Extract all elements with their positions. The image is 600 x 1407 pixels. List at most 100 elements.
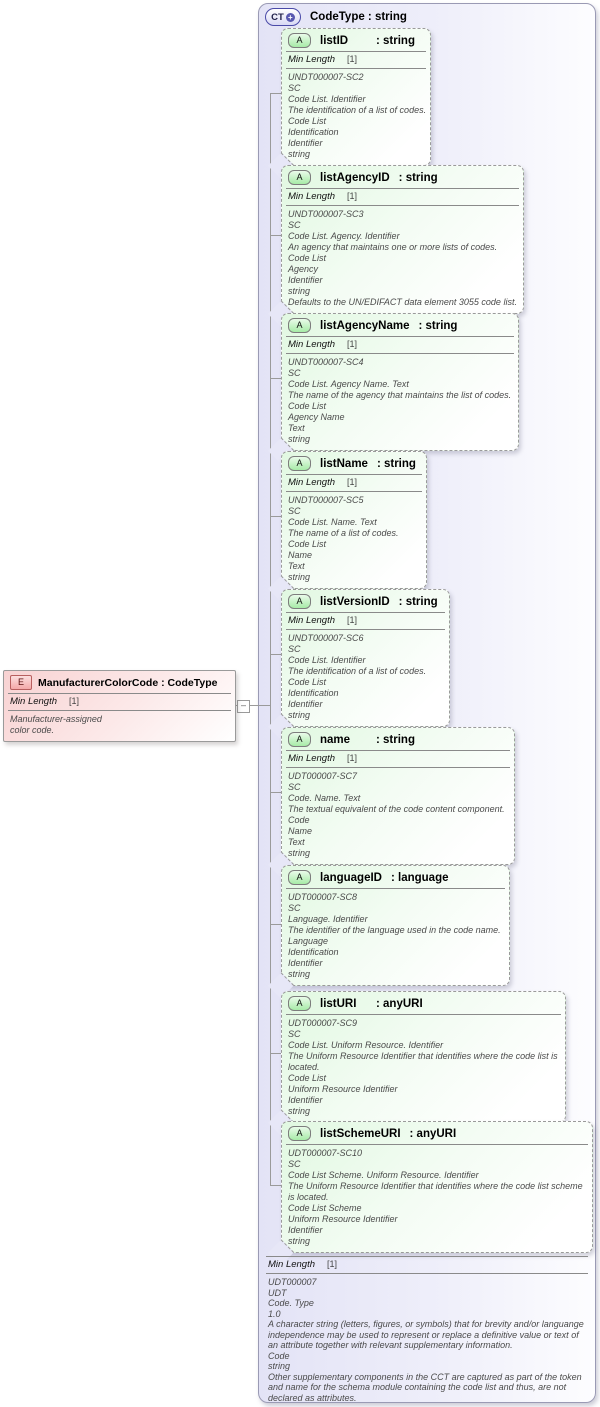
attribute-icon: A <box>288 1126 311 1141</box>
attribute-box-listversionid[interactable]: A listVersionID : string Min Length [1] … <box>281 589 450 727</box>
attribute-annotations: UNDT000007-SC2 SC Code List. Identifier … <box>288 72 427 159</box>
attribute-type: : string <box>376 457 416 470</box>
fact-row: Min Length [1] <box>282 751 514 767</box>
attribute-name: listAgencyName <box>320 319 410 332</box>
divider <box>286 51 426 52</box>
attribute-name: listID <box>320 34 349 47</box>
fact-row: Min Length [1] <box>282 189 523 205</box>
fact-row: Min Length [1] <box>4 694 235 710</box>
attribute-type: : string <box>398 171 438 184</box>
attribute-box-listagencyname[interactable]: A listAgencyName : string Min Length [1]… <box>281 313 519 451</box>
attribute-name: listVersionID <box>320 595 390 608</box>
divider <box>286 491 422 492</box>
attribute-name: listURI <box>320 997 357 1010</box>
divider <box>266 1256 588 1257</box>
divider <box>286 1144 588 1145</box>
divider <box>286 188 519 189</box>
attribute-box-listuri[interactable]: A listURI : anyURI UDT000007-SC9 SC Code… <box>281 991 566 1123</box>
attribute-annotations: UDT000007-SC9 SC Code List. Uniform Reso… <box>288 1018 558 1116</box>
codetype-title: CodeType : string <box>310 11 407 23</box>
fact-value: [1] <box>327 1259 338 1269</box>
attribute-icon: A <box>288 996 311 1011</box>
complex-type-icon-label: CT <box>271 11 284 23</box>
attribute-box-listschemeuri[interactable]: A listSchemeURI : anyURI UDT000007-SC10 … <box>281 1121 593 1253</box>
fact-value: [1] <box>347 54 358 64</box>
element-connector-line <box>234 705 270 706</box>
attribute-name: listSchemeURI <box>320 1127 401 1140</box>
attribute-box-listname[interactable]: A listName : string Min Length [1] UNDT0… <box>281 451 427 589</box>
attribute-annotations: UDT000007-SC8 SC Language. Identifier Th… <box>288 892 501 979</box>
attribute-type: : anyURI <box>409 1127 457 1140</box>
attribute-icon: A <box>288 170 311 185</box>
collapse-handle[interactable]: – <box>237 700 250 713</box>
fact-value: [1] <box>347 339 358 349</box>
fact-label: Min Length <box>288 477 336 488</box>
attribute-annotations: UNDT000007-SC6 SC Code List. Identifier … <box>288 633 427 720</box>
attribute-spine-line <box>270 93 271 1185</box>
divider <box>286 1014 561 1015</box>
fact-value: [1] <box>69 696 80 706</box>
attribute-icon: A <box>288 870 311 885</box>
stub-line <box>270 792 281 793</box>
attribute-type: : string <box>376 733 415 746</box>
fact-row: Min Length [1] <box>282 613 449 629</box>
fact-row: Min Length [1] <box>282 52 430 68</box>
element-title: ManufacturerColorCode : CodeType <box>38 676 218 689</box>
fact-row: Min Length [1] <box>262 1257 592 1273</box>
attribute-icon: A <box>288 594 311 609</box>
attribute-name: name <box>320 733 351 746</box>
element-icon: E <box>10 675 32 690</box>
attribute-icon: A <box>288 732 311 747</box>
stub-line <box>270 1185 281 1186</box>
codetype-annotations: UDT000007 UDT Code. Type 1.0 A character… <box>268 1277 584 1403</box>
fact-label: Min Length <box>288 753 336 764</box>
stub-line <box>270 93 281 94</box>
codetype-facts: Min Length [1] UDT000007 UDT Code. Type … <box>262 1256 592 1407</box>
element-box-manufacturercolorcode[interactable]: E ManufacturerColorCode : CodeType Min L… <box>3 670 236 742</box>
stub-line <box>270 924 281 925</box>
attribute-type: : language <box>390 871 449 884</box>
fact-row: Min Length [1] <box>282 337 518 353</box>
divider <box>286 68 426 69</box>
divider <box>286 767 510 768</box>
stub-line <box>270 235 281 236</box>
attribute-box-languageid[interactable]: A languageID : language UDT000007-SC8 SC… <box>281 865 510 986</box>
divider <box>8 710 231 711</box>
divider <box>286 629 445 630</box>
attribute-icon: A <box>288 318 311 333</box>
fact-label: Min Length <box>288 615 336 626</box>
attribute-type: : anyURI <box>376 997 423 1010</box>
fact-value: [1] <box>347 753 358 763</box>
element-annotations: Manufacturer-assigned color code. <box>10 714 102 735</box>
fact-value: [1] <box>347 477 358 487</box>
attribute-box-name[interactable]: A name : string Min Length [1] UDT000007… <box>281 727 515 865</box>
fact-label: Min Length <box>288 54 336 65</box>
stub-line <box>270 654 281 655</box>
codetype-header: CT + CodeType : string <box>265 8 407 26</box>
attribute-box-listid[interactable]: A listID : string Min Length [1] UNDT000… <box>281 28 431 166</box>
attribute-annotations: UNDT000007-SC3 SC Code List. Agency. Ide… <box>288 209 517 307</box>
attribute-annotations: UNDT000007-SC5 SC Code List. Name. Text … <box>288 495 399 582</box>
divider <box>286 205 519 206</box>
divider <box>266 1273 588 1274</box>
attribute-type: : string <box>376 34 415 47</box>
attribute-name: listAgencyID <box>320 171 390 184</box>
stub-line <box>270 516 281 517</box>
attribute-annotations: UNDT000007-SC4 SC Code List. Agency Name… <box>288 357 512 444</box>
attribute-type: : string <box>398 595 438 608</box>
fact-row: Min Length [1] <box>282 475 426 491</box>
attribute-icon: A <box>288 456 311 471</box>
attribute-type: : string <box>418 319 458 332</box>
fact-label: Min Length <box>268 1259 316 1270</box>
divider <box>286 353 514 354</box>
fact-label: Min Length <box>10 696 58 707</box>
divider <box>286 750 510 751</box>
divider <box>286 336 514 337</box>
attribute-box-listagencyid[interactable]: A listAgencyID : string Min Length [1] U… <box>281 165 524 314</box>
fact-value: [1] <box>347 615 358 625</box>
stub-line <box>270 378 281 379</box>
stub-line <box>270 1053 281 1054</box>
complex-type-icon: CT + <box>265 8 301 26</box>
attribute-annotations: UDT000007-SC10 SC Code List Scheme. Unif… <box>288 1148 583 1246</box>
